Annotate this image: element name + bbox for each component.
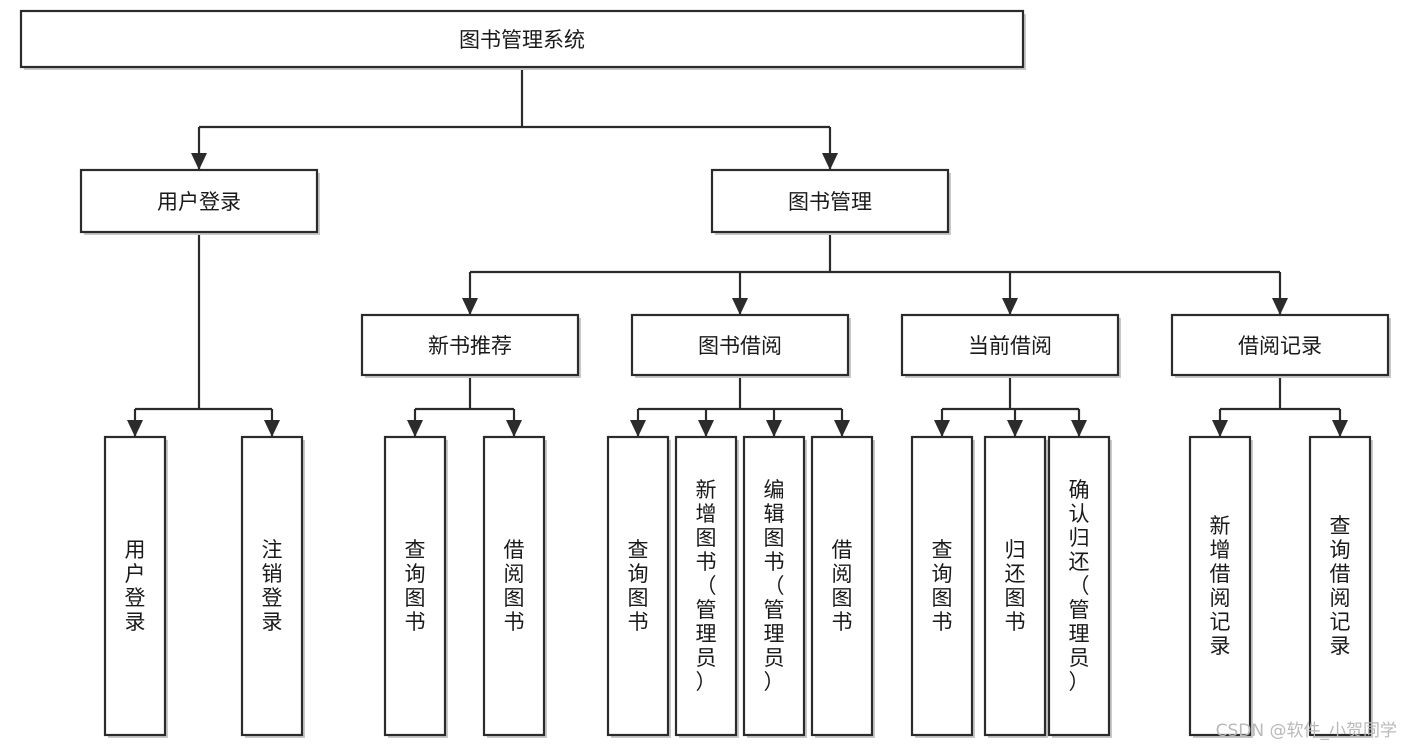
node-book-borrow[interactable]: 图书借阅 — [630, 313, 851, 378]
node-leaf-borrow-book-bor[interactable]: 借阅图书 — [810, 435, 875, 738]
node-book-borrow-label: 图书借阅 — [698, 334, 782, 358]
arrow-head-icon — [407, 420, 423, 437]
arrow-head-icon — [1272, 298, 1288, 315]
node-leaf-confirm-return-label: 确认归还（管理员） — [1069, 478, 1090, 694]
node-leaf-borrow-book-bor-label: 借阅图书 — [832, 538, 853, 634]
node-user-login-label: 用户登录 — [157, 190, 241, 214]
node-leaf-query-book-bor-label: 查询图书 — [628, 538, 649, 634]
node-leaf-return-book-label: 归还图书 — [1005, 538, 1026, 634]
node-layer: 图书管理系统用户登录图书管理新书推荐图书借阅当前借阅借阅记录用户登录注销登录查询… — [19, 9, 1391, 738]
arrow-head-icon — [127, 420, 143, 437]
node-leaf-logout[interactable]: 注销登录 — [240, 435, 305, 738]
arrow-head-icon — [1007, 420, 1023, 437]
csdn-watermark: CSDN @软件_小贺同学 — [1215, 721, 1397, 741]
arrow-head-icon — [834, 420, 850, 437]
node-leaf-add-borrow-record[interactable]: 新增借阅记录 — [1188, 435, 1253, 738]
arrow-head-icon — [732, 298, 748, 315]
arrow-head-icon — [822, 153, 838, 170]
node-leaf-query-borrow-record[interactable]: 查询借阅记录 — [1308, 435, 1373, 738]
node-current-borrow-label: 当前借阅 — [968, 334, 1052, 358]
arrow-head-icon — [1002, 298, 1018, 315]
node-user-login[interactable]: 用户登录 — [79, 168, 320, 235]
node-new-book-recommend-label: 新书推荐 — [428, 334, 512, 358]
node-leaf-borrow-book-rec-label: 借阅图书 — [504, 538, 525, 634]
node-leaf-return-book[interactable]: 归还图书 — [983, 435, 1048, 738]
arrow-head-icon — [462, 298, 478, 315]
arrow-head-icon — [630, 420, 646, 437]
arrow-head-icon — [1071, 420, 1087, 437]
node-leaf-add-book-label: 新增图书（管理员） — [696, 478, 717, 694]
connector-layer — [127, 67, 1348, 437]
node-leaf-user-login[interactable]: 用户登录 — [103, 435, 168, 738]
arrow-head-icon — [1332, 420, 1348, 437]
node-book-manage[interactable]: 图书管理 — [710, 168, 951, 235]
node-leaf-query-book-cur-label: 查询图书 — [932, 538, 953, 634]
arrow-head-icon — [506, 420, 522, 437]
node-borrow-record-label: 借阅记录 — [1238, 334, 1322, 358]
node-leaf-query-book-rec-label: 查询图书 — [405, 538, 426, 634]
node-current-borrow[interactable]: 当前借阅 — [900, 313, 1121, 378]
node-leaf-add-book[interactable]: 新增图书（管理员） — [674, 435, 739, 738]
node-leaf-query-book-rec[interactable]: 查询图书 — [383, 435, 448, 738]
node-leaf-query-borrow-record-label: 查询借阅记录 — [1330, 514, 1351, 658]
node-leaf-confirm-return[interactable]: 确认归还（管理员） — [1047, 435, 1112, 738]
arrow-head-icon — [1212, 420, 1228, 437]
arrow-head-icon — [698, 420, 714, 437]
node-leaf-edit-book-label: 编辑图书（管理员） — [764, 478, 785, 694]
arrow-head-icon — [191, 153, 207, 170]
arrow-head-icon — [766, 420, 782, 437]
node-book-manage-label: 图书管理 — [788, 190, 872, 214]
node-leaf-logout-label: 注销登录 — [262, 538, 283, 634]
node-leaf-add-borrow-record-label: 新增借阅记录 — [1210, 514, 1231, 658]
node-leaf-query-book-cur[interactable]: 查询图书 — [910, 435, 975, 738]
arrow-head-icon — [264, 420, 280, 437]
node-new-book-recommend[interactable]: 新书推荐 — [360, 313, 581, 378]
node-leaf-borrow-book-rec[interactable]: 借阅图书 — [482, 435, 547, 738]
node-leaf-edit-book[interactable]: 编辑图书（管理员） — [742, 435, 807, 738]
node-leaf-user-login-label: 用户登录 — [125, 538, 146, 634]
node-root-label: 图书管理系统 — [459, 28, 585, 52]
node-leaf-query-book-bor[interactable]: 查询图书 — [606, 435, 671, 738]
node-root[interactable]: 图书管理系统 — [19, 9, 1026, 70]
arrow-head-icon — [934, 420, 950, 437]
node-borrow-record[interactable]: 借阅记录 — [1170, 313, 1391, 378]
